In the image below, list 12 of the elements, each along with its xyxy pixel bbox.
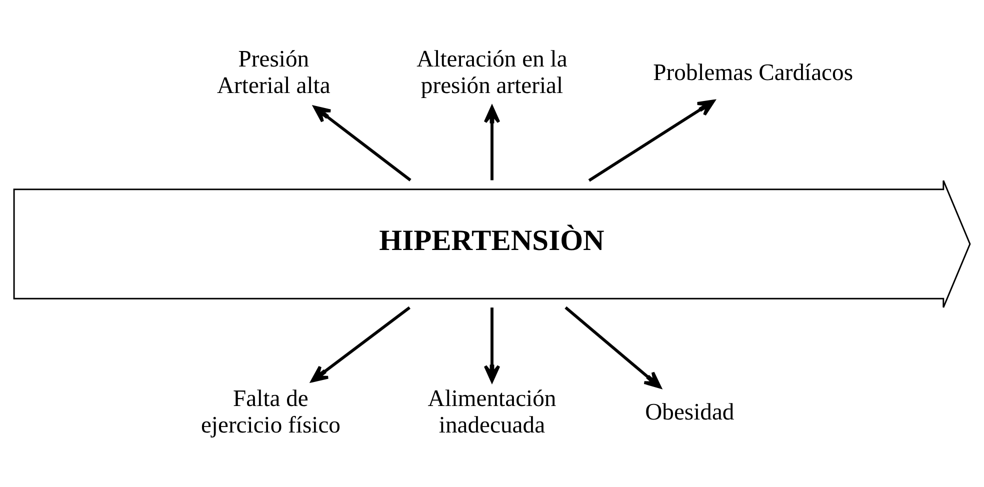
arrow bbox=[564, 306, 662, 388]
node-text: Obesidad bbox=[645, 398, 734, 425]
arrow bbox=[313, 105, 412, 181]
arrow bbox=[588, 99, 715, 182]
node-text: Falta de ejercicio físico bbox=[200, 385, 340, 438]
node-text: Presión Arterial alta bbox=[217, 46, 330, 99]
node-text: Alteración en la presión arterial bbox=[416, 46, 568, 99]
node-text: Problemas Cardíacos bbox=[653, 59, 854, 86]
node-text: Alimentación inadecuada bbox=[428, 385, 556, 438]
arrow bbox=[484, 105, 500, 180]
arrow bbox=[484, 307, 500, 382]
arrow bbox=[310, 306, 410, 382]
